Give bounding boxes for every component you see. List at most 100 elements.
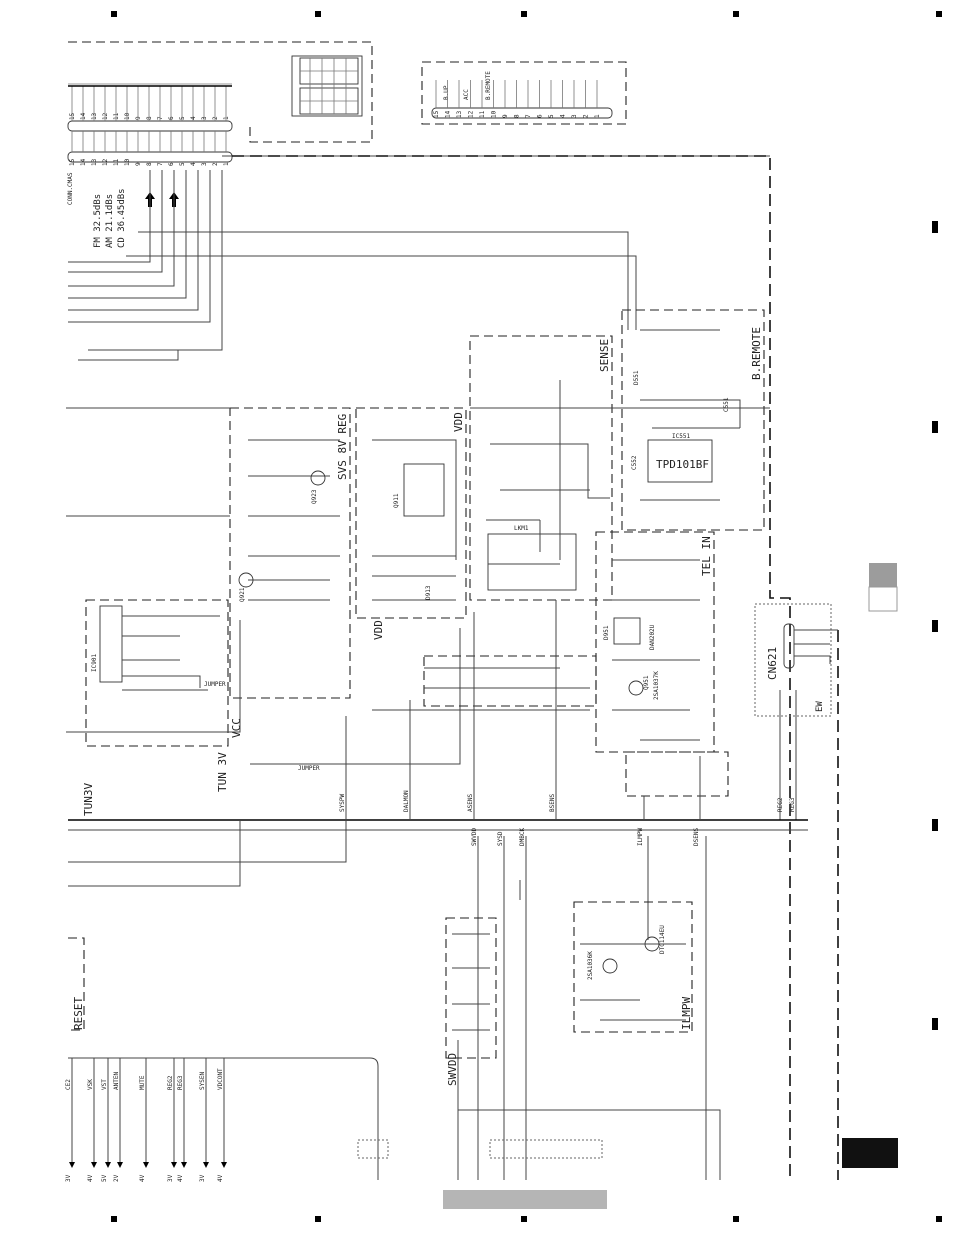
lkm1-label: LKM1 (514, 525, 529, 532)
ilmpw-block (573, 901, 693, 1033)
bottom-bar (443, 1190, 607, 1209)
connector-pin-top: 4 (190, 116, 197, 120)
d951-label: D951 (603, 625, 610, 640)
connector-pin-bottom: 12 (102, 158, 109, 166)
b-remote-block (621, 309, 765, 531)
connector-pin-bottom: 13 (91, 158, 98, 166)
bottom-voltage-label: 4V (139, 1174, 146, 1182)
jumper-label-2: JUMPER (298, 765, 320, 772)
connector-pin-bottom: 6 (168, 162, 175, 166)
top-marker-5 (936, 11, 942, 17)
section-tab-upper (869, 563, 897, 587)
cn621-block (754, 603, 832, 717)
tun3v-bus-label: TUN3V (82, 783, 95, 816)
q921-label: Q921 (239, 587, 246, 602)
connector-pin-bottom: 9 (135, 162, 142, 166)
connector-pin-top: 1 (223, 116, 230, 120)
right-border-dashed (232, 155, 791, 1180)
ilmpw-label: ILMPW (680, 997, 693, 1030)
connector-pin-bottom: 11 (113, 158, 120, 166)
small-connector-pin: 6 (537, 114, 544, 118)
svs-reg-label: SVS 8V REG (336, 414, 349, 480)
bottom-signal-label: MUTE (139, 1075, 146, 1090)
bottom-signal-label: REG2 (167, 1075, 174, 1090)
connector-pad-outline (489, 1139, 603, 1159)
small-connector-pin: 5 (548, 114, 555, 118)
svs-reg-block (229, 407, 351, 699)
signal-wires (68, 155, 770, 361)
connector-pin-bottom: 2 (212, 162, 219, 166)
connector-pin-top: 8 (146, 116, 153, 120)
bottom-signal-label: CE2 (65, 1079, 72, 1090)
q821-part-label: 2SA1036K (587, 951, 594, 980)
connector-pin-bottom: 1 (223, 162, 230, 166)
connector-pin-top: 14 (80, 112, 87, 120)
arrow-down-icon (117, 1162, 123, 1168)
q921-transistor-icon (238, 572, 254, 588)
ic901-label: IC901 (91, 654, 98, 672)
connector-pin-bottom: 4 (190, 162, 197, 166)
q911-label: Q911 (393, 493, 400, 508)
bottom-signal-label: VST (101, 1079, 108, 1090)
connector-pin-top: 13 (91, 112, 98, 120)
c552-label: C552 (631, 455, 638, 470)
small-connector-pin: 12 (468, 110, 475, 118)
bottom-marker-1 (111, 1216, 117, 1222)
connector-pin-bottom: 15 (69, 158, 76, 166)
bottom-signal-label: REG3 (177, 1075, 184, 1090)
top-marker-3 (521, 11, 527, 17)
conn-name-label: CONN.CMAS (67, 172, 74, 205)
q951-transistor-icon (628, 680, 644, 696)
bottom-left-frame (68, 1057, 379, 1180)
mid-dashed-block (423, 655, 597, 707)
bottom-signal-label: VSK (87, 1079, 94, 1090)
c551-label: C551 (723, 397, 730, 412)
top-marker-4 (733, 11, 739, 17)
cn621-connector (783, 623, 795, 669)
reset-block (68, 937, 85, 1031)
connector-pin-bottom: 7 (157, 162, 164, 166)
bottom-voltage-label: 3V (199, 1174, 206, 1182)
arrow-down-icon (181, 1162, 187, 1168)
bus-label: REG3 (789, 797, 796, 812)
q923-transistor-icon (310, 470, 326, 486)
small-connector-pin: 13 (456, 110, 463, 118)
bottom-voltage-label: 5V (101, 1174, 108, 1182)
connector-pin-top: 10 (124, 112, 131, 120)
bottom-marker-2 (315, 1216, 321, 1222)
jumper-pad-outline (357, 1139, 389, 1159)
q822-part-label: DTC114EU (659, 925, 666, 954)
small-connector-pin: 15 (433, 110, 440, 118)
connector-enclosure (68, 41, 373, 143)
bus-label: DALMON (403, 790, 410, 812)
ic551-part-label: TPD101BF (656, 458, 709, 471)
small-connector-pin: 2 (583, 114, 590, 118)
cd-level-label: CD 36.45dBs (117, 188, 127, 248)
connector-pin-top: 3 (201, 116, 208, 120)
connector-pin-top: 15 (69, 112, 76, 120)
connector-pin-top: 11 (113, 112, 120, 120)
tel-in-label: TEL IN (700, 536, 713, 576)
page-tab (842, 1138, 898, 1168)
d951-part-label: DAN202U (649, 624, 656, 650)
edge-markers (111, 11, 942, 1222)
am-level-label: AM 21.1dBs (105, 194, 115, 248)
side-marker-c (932, 421, 938, 433)
arrow-down-icon (203, 1162, 209, 1168)
small-connector-pin: 1 (594, 114, 601, 118)
bottom-voltage-label: 4V (177, 1174, 184, 1182)
connector-pin-bottom: 10 (124, 158, 131, 166)
arrow-down-icon (221, 1162, 227, 1168)
vcc-label: VCC (230, 718, 243, 738)
connector-pin-top: 6 (168, 116, 175, 120)
bus-label: SWVDD (471, 828, 478, 846)
d551-label: D551 (633, 370, 640, 385)
jumper-label-1: JUMPER (204, 681, 226, 688)
top-marker-1 (111, 11, 117, 17)
tel-in-sub-block (625, 751, 729, 797)
small-connector-enclosure (421, 61, 627, 125)
